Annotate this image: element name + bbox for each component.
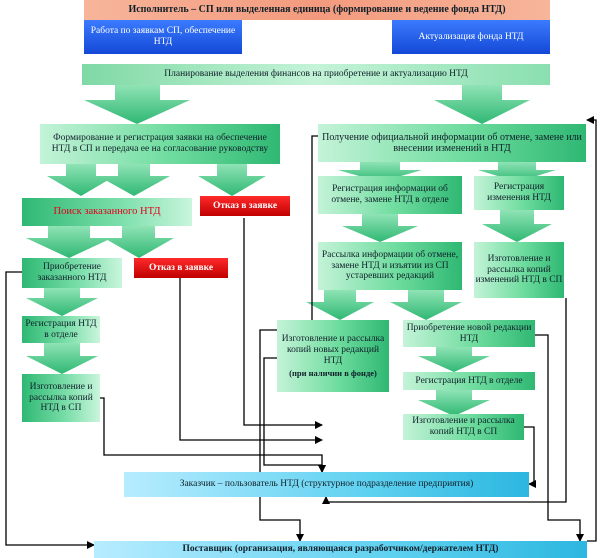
register-changes-box: Регистрация изменения НТД [474, 176, 564, 210]
line-leftcopies-to-customer [100, 397, 326, 473]
planning-label: Планирование выделения финансов на приоб… [164, 69, 468, 80]
customer-box: Заказчик – пользователь НТД (структурное… [124, 472, 529, 497]
refusal-label-1: Отказ в заявке [212, 200, 278, 211]
block-arrow-send-to-acquire [390, 290, 462, 320]
block-arrow-form-to-search-b [98, 164, 170, 196]
make-change-copies-label: Изготовление и рассылка копий изменений … [475, 253, 563, 286]
block-arrow-form-to-refusal [198, 164, 266, 196]
line-left-acquire-to-supplier [5, 271, 95, 549]
register-dept-left-box: Регистрация НТД в отделе [22, 316, 100, 343]
acquire-ordered-box: Приобретение заказанного НТД [22, 258, 122, 288]
refusal-label-2: Отказ в заявке [148, 262, 214, 273]
register-dept-right-label: Регистрация НТД в отделе [415, 375, 523, 386]
make-copies-left-box: Изготовление и рассылка копий НТД в СП [22, 374, 100, 422]
block-arrow-register-to-copies-right [418, 390, 490, 416]
make-new-editions-note: (при наличии в фонде) [289, 367, 377, 378]
line-changecopies-to-customer [322, 298, 567, 504]
block-arrow-acquire-to-register [26, 288, 98, 316]
form-request-box: Формирование и регистрация заявки на обе… [40, 124, 280, 164]
customer-label: Заказчик – пользователь НТД (структурное… [179, 479, 474, 490]
register-dept-left-label: Регистрация НТД в отделе [25, 318, 97, 340]
search-ordered-box: Поиск заказанного НТД [22, 198, 192, 226]
acquire-new-edition-label: Приобретение новой редакции НТД [406, 322, 532, 344]
line-official-to-supplier [259, 135, 318, 542]
send-info-label: Рассылка информации об отмене, замене НТ… [321, 249, 459, 282]
line-refusal1-to-customer [243, 218, 323, 429]
register-info-label: Регистрация информации об отмене, замене… [331, 184, 449, 205]
supplier-box: Поставщик (организация, являющаяся разра… [94, 541, 587, 558]
block-arrow-search-to-refusal [104, 226, 174, 258]
block-arrow-official-to-regchg [478, 162, 556, 182]
line-refusal2-to-customer [179, 274, 323, 444]
register-changes-label: Регистрация изменения НТД [487, 182, 551, 203]
search-ordered-label: Поиск заказанного НТД [53, 205, 161, 217]
block-arrow-acquire-to-register-right [418, 347, 490, 372]
header-executor-box: Исполнитель – СП или выделенная единица … [84, 0, 550, 20]
acquire-new-edition-box: Приобретение новой редакции НТД [403, 320, 535, 347]
make-copies-left-label: Изготовление и рассылка копий НТД в СП [29, 381, 93, 414]
form-request-label: Формирование и регистрация заявки на обе… [51, 133, 269, 154]
block-arrow-send-to-neweditions [306, 290, 374, 320]
make-copies-right-box: Изготовление и рассылка копий НТД в СП [403, 414, 524, 440]
block-arrow-regchg-to-copies [482, 210, 552, 242]
refusal-box-1: Отказ в заявке [200, 196, 290, 216]
make-copies-right-label: Изготовление и рассылка копий НТД в СП [412, 416, 515, 437]
make-change-copies-box: Изготовление и рассылка копий изменений … [474, 242, 564, 298]
block-arrow-planning-to-form [84, 85, 190, 124]
block-arrows [26, 85, 556, 416]
block-arrow-official-to-reginfo [338, 162, 422, 182]
block-arrow-reginfo-to-send [342, 214, 418, 242]
sp-requests-box: Работа по заявкам СП, обеспечение НТД [84, 20, 242, 54]
make-new-editions-label: Изготовление и рассылка копий новых реда… [281, 333, 385, 366]
fund-update-label: Актуализация фонда НТД [418, 31, 524, 42]
official-info-box: Получение официальной информации об отме… [318, 124, 586, 162]
header-executor-label: Исполнитель – СП или выделенная единица … [128, 4, 506, 16]
line-acquire-right-to-supplier [535, 334, 584, 542]
block-arrow-search-to-acquire [26, 226, 112, 258]
block-arrow-planning-to-official [434, 85, 530, 124]
acquire-ordered-label: Приобретение заказанного НТД [37, 262, 107, 283]
register-info-box: Регистрация информации об отмене, замене… [318, 176, 462, 214]
line-rightcopies-to-customer [524, 426, 536, 488]
supplier-label: Поставщик (организация, являющаяся разра… [182, 544, 499, 555]
block-arrow-form-to-search-a [47, 164, 115, 196]
connector-lines [5, 116, 597, 549]
register-dept-right-box: Регистрация НТД в отделе [403, 372, 535, 390]
line-supplier-right-to-official [586, 116, 597, 542]
line-neweditions-to-customer [263, 357, 326, 473]
sp-requests-label: Работа по заявкам СП, обеспечение НТД [90, 26, 236, 47]
refusal-box-2: Отказ в заявке [134, 258, 228, 278]
fund-update-box: Актуализация фонда НТД [392, 20, 550, 54]
official-info-label: Получение официальной информации об отме… [322, 131, 582, 155]
send-info-box: Рассылка информации об отмене, замене НТ… [318, 242, 462, 290]
block-arrow-register-to-copies [26, 343, 98, 374]
planning-box: Планирование выделения финансов на приоб… [82, 64, 550, 85]
make-new-editions-box: Изготовление и рассылка копий новых реда… [277, 320, 389, 392]
